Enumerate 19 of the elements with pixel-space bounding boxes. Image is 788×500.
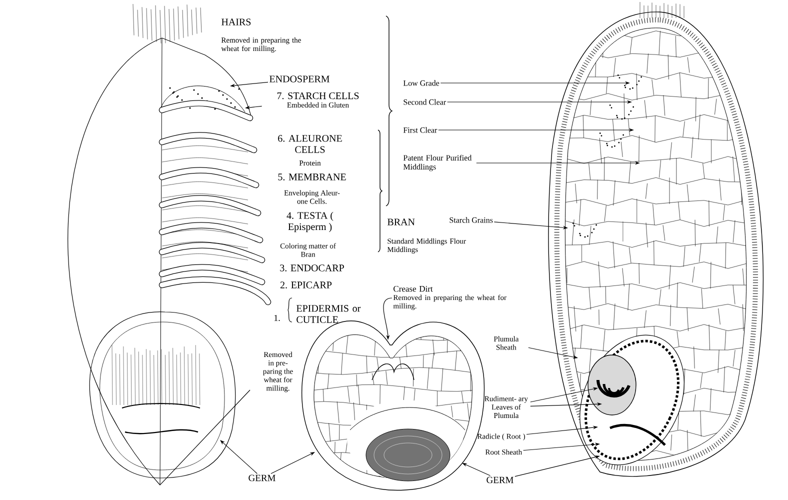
callout-label: Second Clear (404, 99, 446, 105)
part-label: BRAN (387, 218, 415, 226)
callout-label: Starch Grains (450, 217, 493, 223)
part-label: 4. TESTA ( Episperm ) (286, 212, 334, 232)
part-label: 2. EPICARP (280, 282, 332, 288)
part-label: HAIRS (221, 18, 251, 26)
callout-label: Patent Flour Purified Middlings (403, 154, 472, 172)
callout-label: Low Grade (403, 80, 440, 86)
part-label: 5. MEMBRANE (278, 174, 346, 180)
callout-number: 1. (274, 314, 280, 322)
callout-label: ENDOSPERM (269, 76, 330, 82)
callout-label: GERM (486, 476, 514, 484)
grain-section-drawing (548, 2, 764, 477)
callout-label: First Clear (403, 127, 438, 133)
part-label: EPIDERMIS or CUTICLE (296, 305, 361, 323)
part-label: 3. ENDOCARP (280, 264, 344, 272)
leader-arrow (220, 440, 258, 474)
callout-label: GERM (248, 474, 276, 482)
part-label: 6. ALEURONE CELLS (278, 135, 342, 153)
